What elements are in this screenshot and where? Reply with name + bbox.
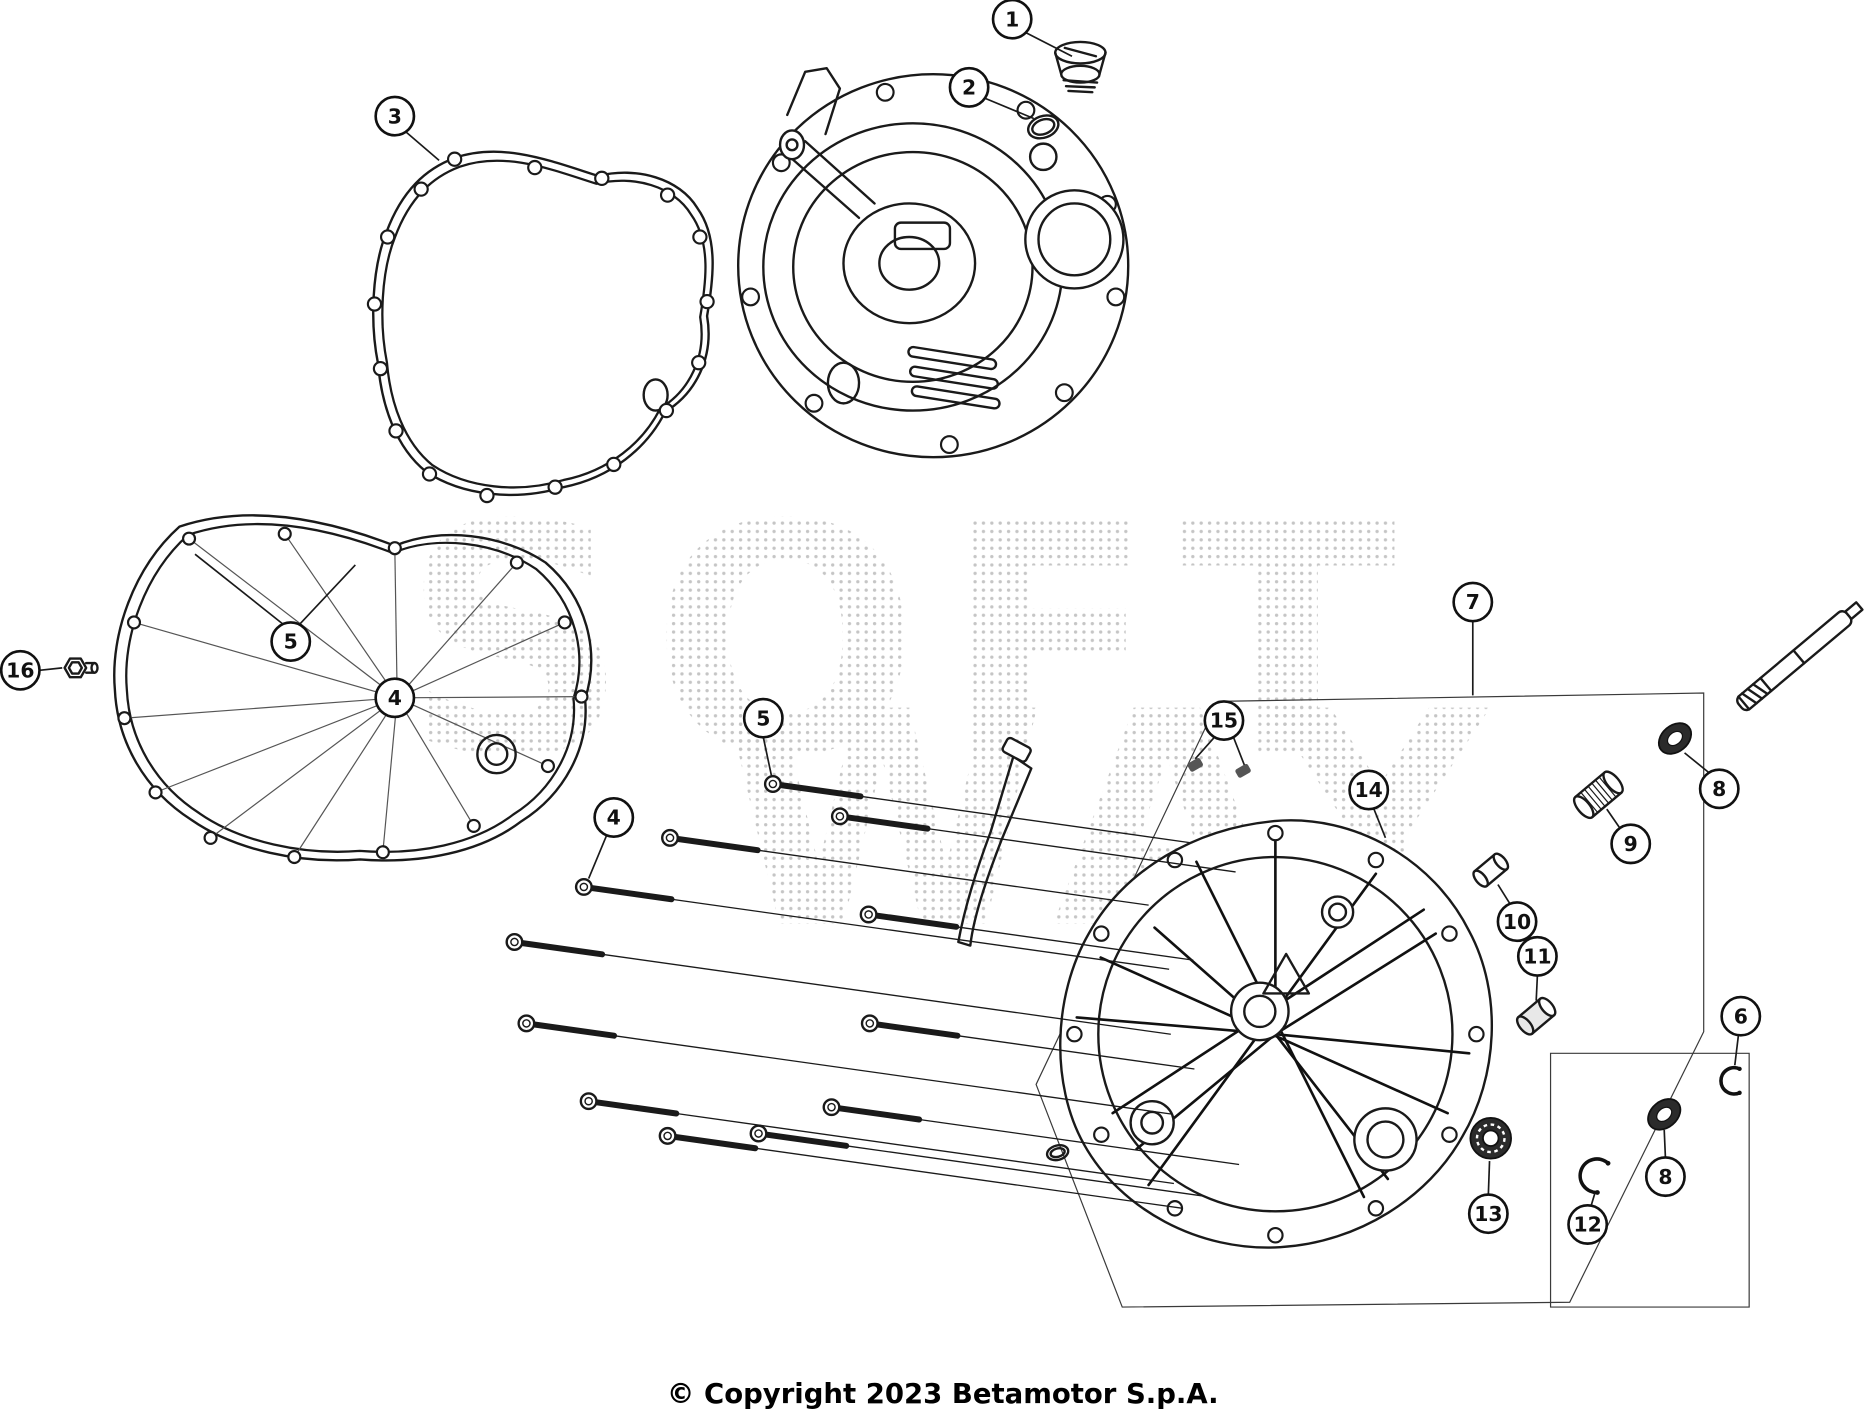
bolt-drawing bbox=[763, 775, 1193, 844]
svg-text:11: 11 bbox=[1523, 945, 1551, 969]
oil-seal-drawing bbox=[1657, 722, 1693, 755]
callout-4[interactable]: 4 bbox=[587, 797, 635, 879]
bolt-drawing bbox=[860, 1014, 1195, 1070]
callout-5[interactable]: 5 bbox=[194, 553, 356, 663]
roller-spacer-drawing bbox=[1515, 996, 1557, 1036]
callout-2[interactable]: 2 bbox=[948, 66, 1035, 120]
clutch-cover-gasket-drawing bbox=[366, 150, 715, 504]
o-ring-small-drawing bbox=[1045, 1143, 1070, 1162]
svg-text:8: 8 bbox=[1658, 1165, 1672, 1189]
svg-text:1: 1 bbox=[1005, 7, 1019, 31]
watermark: SOFT WAY bbox=[401, 458, 1487, 994]
input-shaft-drawing bbox=[1736, 601, 1864, 712]
callout-16[interactable]: 16 bbox=[0, 649, 63, 691]
oil-filler-cap-drawing bbox=[1054, 40, 1107, 94]
callout-7[interactable]: 7 bbox=[1452, 581, 1494, 696]
gasket-bolt-holes bbox=[366, 151, 715, 504]
callout-6[interactable]: 6 bbox=[1720, 995, 1762, 1066]
gasket-bolt-holes bbox=[117, 526, 589, 865]
svg-text:13: 13 bbox=[1474, 1202, 1502, 1226]
svg-text:5: 5 bbox=[756, 706, 770, 730]
oil-seal-lower-drawing bbox=[1647, 1098, 1682, 1131]
circlip-large-drawing bbox=[1578, 1157, 1611, 1195]
cover-input-shaft bbox=[778, 129, 876, 220]
svg-text:10: 10 bbox=[1503, 910, 1531, 934]
callout-8[interactable]: 8 bbox=[1684, 752, 1740, 810]
clutch-cover-drawing bbox=[736, 67, 1130, 459]
callout-4[interactable]: 4 bbox=[374, 677, 416, 719]
needle-bearing-drawing bbox=[1572, 770, 1624, 820]
svg-text:4: 4 bbox=[607, 806, 621, 830]
watermark-text-1: SOFT bbox=[401, 458, 1418, 827]
bolt-drawing bbox=[517, 1014, 1172, 1115]
bolts-group bbox=[505, 775, 1240, 1209]
callout-13[interactable]: 13 bbox=[1467, 1161, 1509, 1235]
svg-text:3: 3 bbox=[388, 104, 402, 128]
svg-text:15: 15 bbox=[1210, 709, 1238, 733]
callout-9[interactable]: 9 bbox=[1606, 808, 1652, 865]
lever-drawing bbox=[957, 736, 1033, 947]
svg-text:2: 2 bbox=[962, 76, 976, 100]
bolt-drawing bbox=[661, 828, 1149, 906]
bolt-drawing bbox=[830, 807, 1236, 873]
svg-text:9: 9 bbox=[1624, 832, 1638, 856]
svg-text:4: 4 bbox=[388, 686, 402, 710]
callout-1[interactable]: 1 bbox=[991, 0, 1073, 58]
crankcase-bolt-ears bbox=[1066, 824, 1485, 1244]
callout-11[interactable]: 11 bbox=[1516, 935, 1558, 1001]
crankcase-half-drawing bbox=[1059, 819, 1494, 1249]
bushing-drawing bbox=[1472, 852, 1510, 888]
svg-text:6: 6 bbox=[1734, 1004, 1748, 1028]
dowel-clip-drawing bbox=[1187, 757, 1251, 778]
bolt-drawing bbox=[574, 877, 1170, 970]
callout-5[interactable]: 5 bbox=[742, 697, 784, 777]
bolt-drawing bbox=[505, 933, 1171, 1035]
svg-text:8: 8 bbox=[1712, 777, 1726, 801]
assembly-boundary-lines bbox=[1035, 692, 1750, 1308]
drain-plug-drawing bbox=[63, 657, 99, 679]
svg-text:5: 5 bbox=[284, 630, 298, 654]
cover-bracket bbox=[786, 67, 842, 136]
cover-logo-plate bbox=[893, 221, 952, 251]
radial-reference-lines bbox=[124, 533, 582, 858]
callout-14[interactable]: 14 bbox=[1348, 769, 1390, 839]
bolt-drawing bbox=[822, 1098, 1240, 1166]
svg-text:12: 12 bbox=[1574, 1213, 1602, 1237]
callout-10[interactable]: 10 bbox=[1496, 884, 1538, 943]
bolt-drawing bbox=[859, 905, 1194, 961]
ball-bearing-drawing bbox=[1469, 1117, 1512, 1160]
callout-3[interactable]: 3 bbox=[374, 95, 440, 162]
callout-8[interactable]: 8 bbox=[1644, 1129, 1686, 1198]
cover-rib-slots bbox=[907, 345, 1001, 410]
bolt-drawing bbox=[749, 1124, 1202, 1197]
copyright-text: © Copyright 2023 Betamotor S.p.A. bbox=[667, 1378, 1219, 1410]
callout-12[interactable]: 12 bbox=[1567, 1193, 1609, 1245]
circlip-drawing bbox=[1719, 1065, 1742, 1096]
svg-text:16: 16 bbox=[6, 658, 34, 682]
bolt-drawing bbox=[658, 1126, 1182, 1209]
svg-text:14: 14 bbox=[1355, 778, 1383, 802]
o-ring-drawing bbox=[1027, 114, 1060, 140]
svg-text:7: 7 bbox=[1466, 590, 1480, 614]
inner-cover-gasket-drawing bbox=[113, 514, 593, 865]
callout-15[interactable]: 15 bbox=[1194, 700, 1246, 766]
